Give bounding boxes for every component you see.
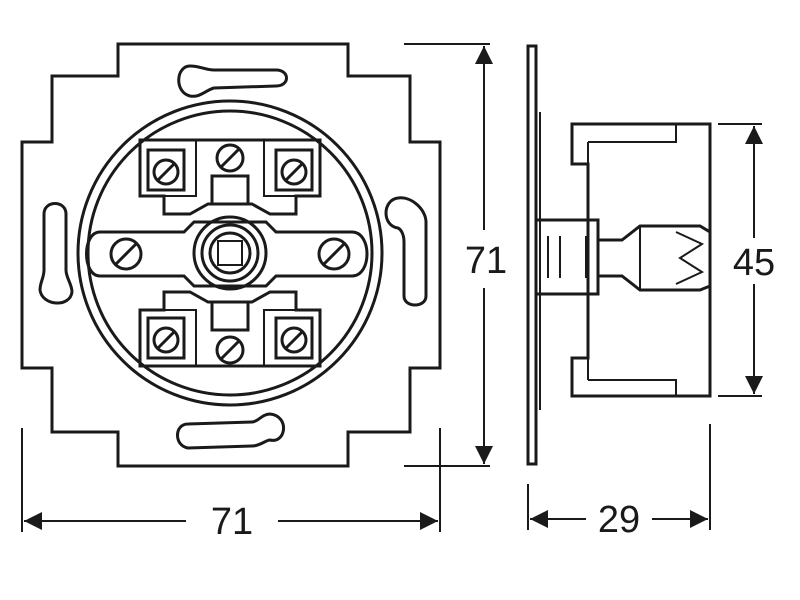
side-inner-mechanism [598,224,712,292]
side-spindle-collar [534,218,600,296]
dimension-label-front-width: 71 [211,501,253,543]
lower-center-clamp [210,300,250,332]
fixing-slot-right [384,196,428,307]
dimension-label-side-depth: 29 [598,499,640,541]
terminal-screw-bottom-right [274,316,314,360]
terminal-screw-top-right [274,148,314,192]
mounting-plate-outline [20,42,442,468]
central-spindle [192,215,268,291]
dimension-front-width: 71 [21,428,441,543]
terminal-screw-bottom-center [215,335,245,365]
horizontal-bridge [85,220,369,288]
fixing-slot-top [177,64,288,98]
dimension-label-side-height: 45 [733,242,775,284]
dimension-side-depth: 29 [527,424,711,541]
side-body-housing [570,122,712,398]
terminal-screw-mid-right [317,237,351,271]
upper-terminal-divider-left [164,140,197,197]
side-body-lower-step [587,358,677,396]
upper-center-clamp [210,174,250,206]
terminal-screw-top-center [215,143,245,173]
front-view [20,42,442,468]
lower-terminal-divider-left [164,309,197,366]
dimension-front-height: 71 [404,43,507,467]
terminal-screw-bottom-left [146,316,186,360]
side-body-upper-step [587,124,677,164]
dimension-side-height: 45 [718,123,775,397]
lower-terminal-divider-right [263,309,296,366]
insert-outer-ring [76,99,384,407]
side-view [526,44,712,466]
dimension-label-front-height: 71 [465,240,507,282]
upper-terminal-divider-right [263,140,296,197]
fixing-slot-bottom [176,412,285,450]
fixing-slot-left [38,202,74,305]
terminal-screw-top-left [146,148,186,192]
terminal-screw-mid-left [109,237,143,271]
